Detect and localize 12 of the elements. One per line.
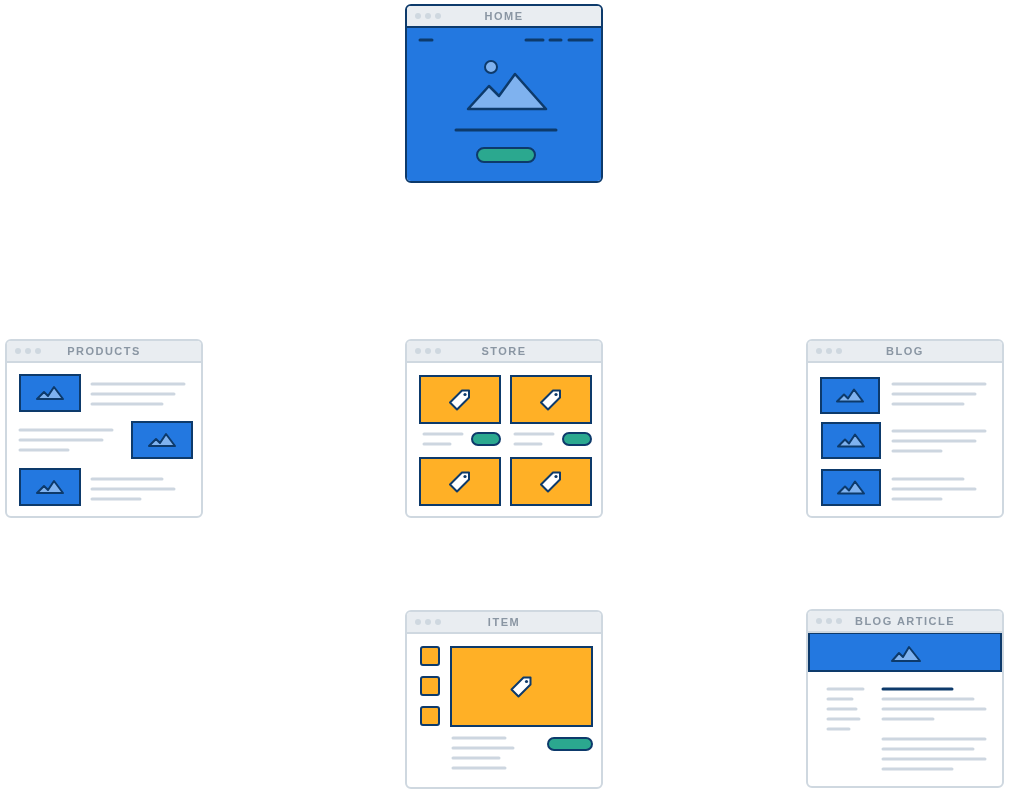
browser-window: [5, 339, 203, 518]
browser-window: [405, 339, 603, 518]
browser-window: [405, 4, 603, 183]
browser-window: [806, 339, 1004, 518]
browser-window: [405, 610, 603, 789]
window-title: BLOG: [886, 345, 924, 357]
window-title: HOME: [484, 10, 524, 22]
window-title: PRODUCTS: [67, 345, 141, 357]
browser-window: [806, 609, 1004, 788]
window-title: ITEM: [487, 616, 521, 628]
window-title: STORE: [481, 345, 527, 357]
window-title: BLOG ARTICLE: [854, 615, 956, 627]
